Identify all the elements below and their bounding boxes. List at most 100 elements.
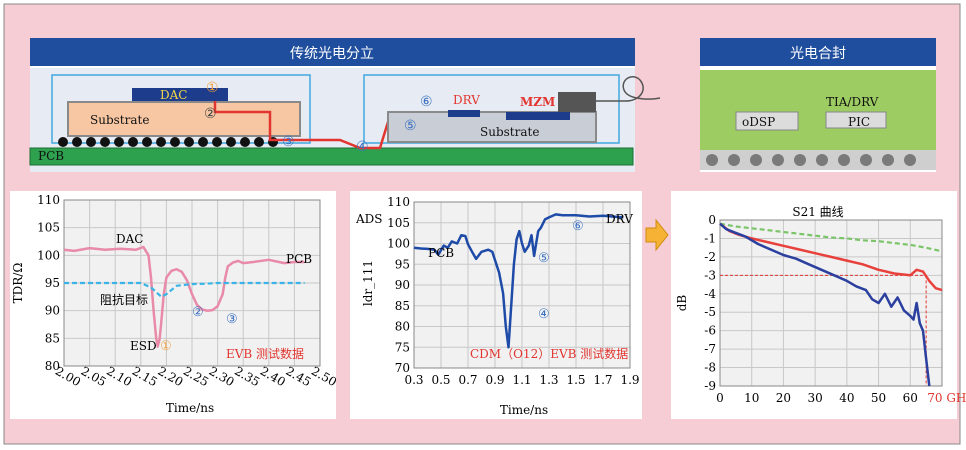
y-tick-label: 110 <box>387 195 410 209</box>
ldr-annot-drv: DRV <box>606 212 633 226</box>
y-tick-label: 110 <box>37 193 60 207</box>
ldr-annot-m4: ④ <box>538 307 550 322</box>
series-line-2 <box>719 222 931 387</box>
right-banner <box>700 38 936 66</box>
y-tick-label: 95 <box>45 276 60 290</box>
ldr-y-label: ldr_111 <box>361 260 375 306</box>
marker-3: ③ <box>282 134 295 150</box>
y-tick-label: -8 <box>704 361 716 375</box>
ldr-annot-ads: ADS <box>355 212 383 226</box>
tdr-annot-esd: ESD <box>130 339 157 353</box>
tdr-annot-m2: ② <box>192 305 204 320</box>
ldr-x-label: Time/ns <box>500 403 548 417</box>
tdr-annot-note: EVB 测试数据 <box>226 346 304 361</box>
x-tick-label: 1.7 <box>593 373 612 387</box>
x-tick-label: 0.3 <box>404 373 423 387</box>
x-tick-label: 1.3 <box>539 373 558 387</box>
x-tick-label: 0.9 <box>485 373 504 387</box>
marker-1: ① <box>206 80 219 96</box>
y-tick-label: 80 <box>395 320 410 334</box>
traditional-discrete-panel: 传统光电分立 PCB Substrate DAC Substrate DRV M… <box>29 38 661 172</box>
ldr-annot-m5: ⑤ <box>538 251 550 266</box>
marker-6: ⑥ <box>420 94 433 110</box>
drv-label: DRV <box>453 93 480 107</box>
x-tick-label: 1.1 <box>512 373 531 387</box>
tdr-y-label: TDR/Ω <box>11 263 25 304</box>
y-tick-label: -1 <box>704 231 716 245</box>
s21-plot-area <box>720 220 942 386</box>
ldr-annot-pcb: PCB <box>428 246 454 260</box>
x-tick-label: 30 <box>808 391 823 405</box>
x-tick-label: 1.9 <box>620 373 639 387</box>
dac-label: DAC <box>160 88 187 102</box>
x-tick-label: 70 GHz <box>927 391 966 405</box>
pcb-board <box>29 147 634 166</box>
left-banner-title: 传统光电分立 <box>290 45 374 61</box>
marker-4: ④ <box>356 139 369 155</box>
tdr-annot-m3: ③ <box>226 312 238 327</box>
y-tick-label: -9 <box>704 379 716 393</box>
x-tick-label: 0.5 <box>431 373 450 387</box>
co-packaged-panel: 光电合封 oDSP PIC TIA/DRV <box>700 38 936 172</box>
pic-chip <box>825 111 887 129</box>
tdr-annot-dac: DAC <box>116 232 143 246</box>
odsp-chip <box>735 111 799 131</box>
ldr-annot-m6: ⑥ <box>572 219 584 234</box>
plot-border <box>719 219 943 387</box>
y-tick-label: 85 <box>45 331 60 345</box>
mzm-chip <box>506 112 570 120</box>
left-substrate-label: Substrate <box>90 113 149 127</box>
y-tick-label: 95 <box>395 257 410 271</box>
tdr-annot-pcb: PCB <box>286 252 312 266</box>
ldr-annot-note: CDM（O12）EVB 测试数据 <box>470 346 628 361</box>
y-tick-label: -6 <box>704 324 716 338</box>
odsp-label: oDSP <box>742 115 775 129</box>
x-tick-label: 10 <box>744 391 759 405</box>
dac-chip <box>132 88 228 101</box>
signal-path <box>213 101 430 150</box>
y-tick-label: 80 <box>45 359 60 373</box>
pic-label: PIC <box>848 115 870 129</box>
y-tick-label: 70 <box>395 361 410 375</box>
fiber-connector <box>558 92 596 112</box>
y-tick-label: 100 <box>387 237 410 251</box>
drv-chip <box>448 110 480 117</box>
x-tick-label: 40 <box>839 391 854 405</box>
y-tick-label: -7 <box>704 342 716 356</box>
x-tick-label: 50 <box>871 391 886 405</box>
y-tick-label: -2 <box>704 250 716 264</box>
series-line-1 <box>64 281 305 298</box>
marker-5: ⑤ <box>404 118 417 134</box>
x-tick-label: 1.5 <box>566 373 585 387</box>
fiber-loop <box>596 76 661 102</box>
x-tick-label: 0 <box>716 391 724 405</box>
x-tick-label: 60 <box>903 391 918 405</box>
tdr-annot-target: 阻抗目标 <box>100 292 148 307</box>
x-tick-label: 0.7 <box>458 373 477 387</box>
left-banner <box>30 38 635 66</box>
left-substrate <box>67 101 301 137</box>
series-line-0 <box>413 213 624 349</box>
y-tick-label: 100 <box>37 248 60 262</box>
s21-title: S21 曲线 <box>792 205 843 219</box>
series-line-0 <box>719 222 943 253</box>
marker-2: ② <box>204 106 217 122</box>
tdr-annot-esd-mark: ① <box>160 339 172 354</box>
x-tick-label: 20 <box>776 391 791 405</box>
arrow-icon <box>645 218 669 252</box>
tia-drv-label: TIA/DRV <box>826 95 879 109</box>
y-tick-label: 75 <box>395 340 410 354</box>
y-tick-label: 105 <box>37 221 60 235</box>
y-tick-label: -4 <box>704 287 716 301</box>
y-tick-label: -3 <box>704 268 716 282</box>
y-tick-label: 90 <box>395 278 410 292</box>
right-banner-title: 光电合封 <box>790 45 846 61</box>
tdr-x-label: Time/ns <box>166 401 214 415</box>
series-line-0 <box>63 245 305 348</box>
mzm-label: MZM <box>520 95 555 109</box>
series-line-1 <box>719 222 943 292</box>
left-module-outline <box>51 74 311 144</box>
